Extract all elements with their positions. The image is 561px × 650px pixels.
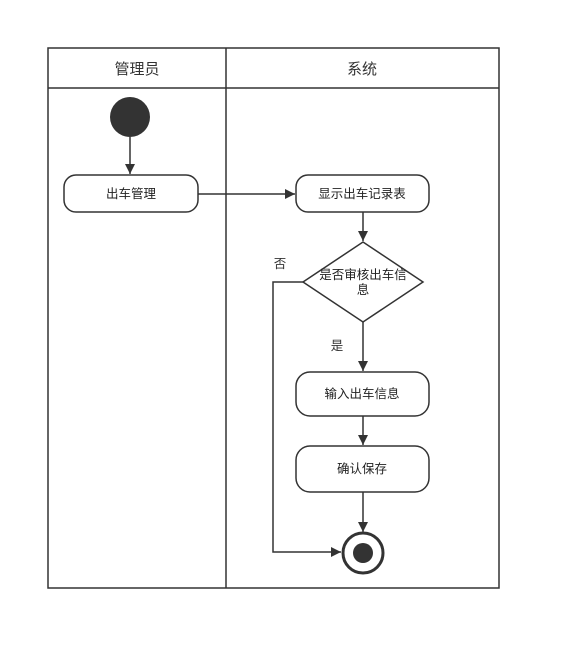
action-label-manage: 出车管理 (106, 186, 157, 201)
action-node-confirm: 确认保存 (295, 445, 430, 493)
decision-label-line2: 息 (357, 282, 370, 297)
edges (125, 137, 368, 557)
lane-title-system: 系统 (347, 60, 377, 78)
decision-label-line1: 是否审核出车信 (319, 267, 407, 282)
action-node-input: 输入出车信息 (295, 371, 430, 417)
action-node-manage: 出车管理 (63, 174, 199, 213)
action-label-input: 输入出车信息 (324, 386, 399, 401)
decision-node: 是否审核出车信 息 (301, 241, 425, 323)
edge-decision-no (272, 281, 341, 557)
initial-node (110, 97, 150, 137)
lane-title-admin: 管理员 (114, 60, 159, 78)
final-node (341, 531, 385, 575)
action-label-show: 显示出车记录表 (318, 186, 406, 201)
edge-label-yes: 是 (331, 338, 344, 353)
action-node-show: 显示出车记录表 (295, 174, 430, 213)
action-label-confirm: 确认保存 (337, 461, 387, 476)
edge-label-no: 否 (274, 256, 287, 271)
